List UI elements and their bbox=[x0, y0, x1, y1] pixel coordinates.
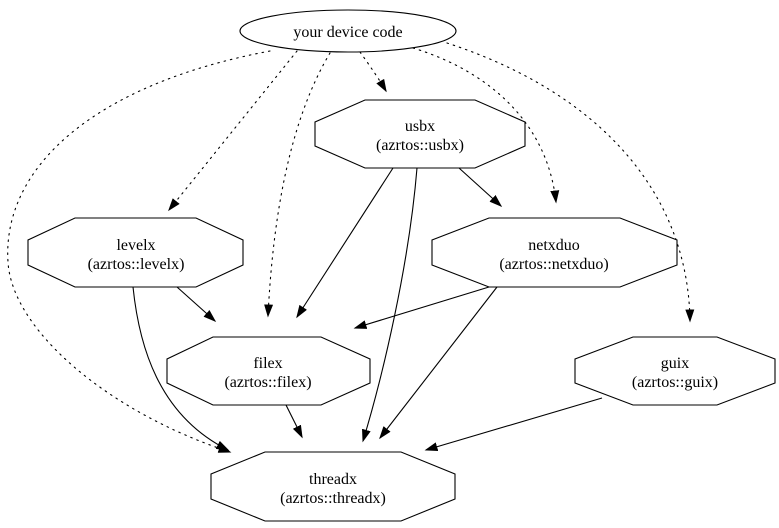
edge-netxduo-threadx bbox=[379, 286, 498, 440]
edge-device-guix bbox=[446, 42, 695, 323]
node-your-device-code: your device code bbox=[239, 9, 457, 53]
edge-levelx-filex bbox=[176, 286, 217, 323]
node-threadx: threadx (azrtos::threadx) bbox=[210, 451, 456, 522]
octagon-shape bbox=[314, 99, 526, 169]
node-label: netxduo bbox=[528, 237, 580, 254]
node-sublabel: (azrtos::guix) bbox=[632, 374, 718, 391]
edge-filex-threadx bbox=[285, 404, 303, 439]
node-sublabel: (azrtos::filex) bbox=[224, 374, 311, 391]
node-label: your device code bbox=[293, 24, 402, 41]
node-sublabel: (azrtos::usbx) bbox=[376, 137, 464, 154]
octagon-shape bbox=[210, 451, 456, 522]
octagon-shape bbox=[27, 217, 244, 288]
edge-guix-threadx bbox=[424, 397, 603, 452]
node-label: threadx bbox=[309, 471, 357, 488]
edge-device-threadx bbox=[7, 50, 271, 453]
edge-usbx-filex bbox=[296, 167, 394, 319]
node-netxduo: netxduo (azrtos::netxduo) bbox=[431, 217, 678, 288]
edge-netxduo-filex bbox=[353, 286, 490, 329]
node-usbx: usbx (azrtos::usbx) bbox=[314, 99, 526, 169]
node-sublabel: (azrtos::netxduo) bbox=[499, 256, 608, 273]
node-levelx: levelx (azrtos::levelx) bbox=[27, 217, 244, 288]
edge-levelx-threadx bbox=[132, 286, 230, 451]
node-label: usbx bbox=[405, 118, 435, 135]
octagon-shape bbox=[574, 336, 776, 406]
node-sublabel: (azrtos::levelx) bbox=[88, 256, 185, 273]
node-label: filex bbox=[253, 355, 282, 372]
edge-device-levelx bbox=[168, 50, 298, 212]
node-label: levelx bbox=[116, 237, 155, 254]
octagon-shape bbox=[431, 217, 678, 288]
node-label: guix bbox=[661, 355, 689, 372]
edge-usbx-netxduo bbox=[458, 167, 503, 208]
edge-device-usbx bbox=[359, 51, 387, 93]
ellipse-shape bbox=[239, 9, 457, 53]
node-sublabel: (azrtos::threadx) bbox=[280, 490, 386, 507]
node-filex: filex (azrtos::filex) bbox=[166, 336, 371, 406]
edge-device-netxduo bbox=[412, 47, 560, 204]
octagon-shape bbox=[166, 336, 371, 406]
edge-device-filex bbox=[264, 52, 331, 318]
node-guix: guix (azrtos::guix) bbox=[574, 336, 776, 406]
